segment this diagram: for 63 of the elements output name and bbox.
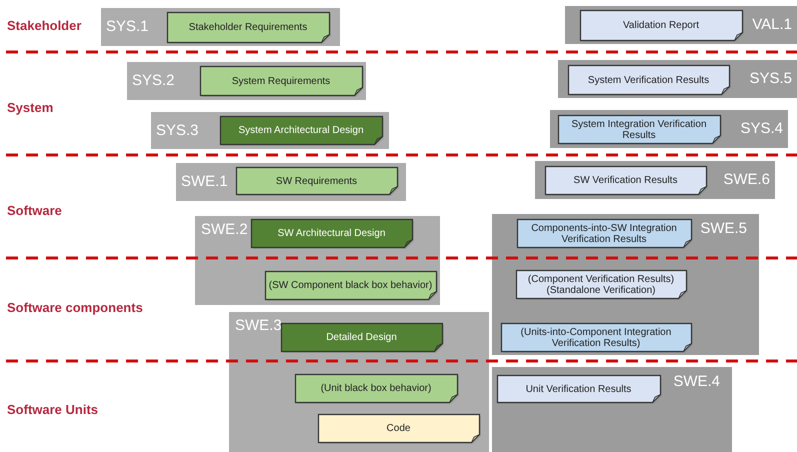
document-title: (Units-into-Component Integration Verification Results) bbox=[520, 326, 672, 350]
level-label: Stakeholder bbox=[7, 18, 82, 33]
process-panel bbox=[558, 60, 797, 98]
document-title: Detailed Design bbox=[326, 332, 397, 344]
process-id: SYS.5 bbox=[749, 71, 792, 86]
document-shape bbox=[251, 219, 414, 249]
level-label: Software Units bbox=[7, 402, 98, 417]
document-title: Unit Verification Results bbox=[526, 384, 632, 396]
document-shape bbox=[517, 219, 693, 249]
process-panel bbox=[195, 216, 440, 305]
document-title: System Verification Results bbox=[588, 74, 710, 86]
document-title: Stakeholder Requirements bbox=[188, 22, 308, 34]
document-shape bbox=[167, 12, 331, 44]
process-id: SYS.2 bbox=[132, 73, 175, 88]
document-shape bbox=[265, 271, 438, 301]
document-title: System Architectural Design bbox=[238, 125, 364, 137]
document-title: (Unit black box behavior) bbox=[320, 383, 432, 395]
document-title: System Integration Verification Results bbox=[570, 118, 708, 142]
process-id: SWE.4 bbox=[673, 374, 720, 389]
process-id: SYS.4 bbox=[740, 121, 783, 136]
level-label: Software components bbox=[7, 300, 143, 315]
document-title: (Component Verification Results) (Standalone Verification) bbox=[526, 274, 676, 296]
process-panel bbox=[550, 110, 788, 148]
document-title: SW Requirements bbox=[276, 176, 358, 188]
process-id: SWE.3 bbox=[235, 318, 282, 333]
document-shape bbox=[568, 65, 731, 96]
process-id: SWE.2 bbox=[201, 222, 248, 237]
process-id: SYS.3 bbox=[156, 122, 199, 138]
document-title: (SW Component black box behavior) bbox=[268, 280, 432, 292]
process-id: SWE.6 bbox=[723, 172, 770, 187]
document-shape bbox=[295, 374, 459, 404]
document-title: Components-into-SW Integration Verification Results bbox=[530, 222, 678, 246]
document-shape bbox=[516, 270, 688, 300]
process-id: SWE.5 bbox=[700, 221, 747, 236]
document-title: Code bbox=[386, 423, 410, 435]
document-shape bbox=[281, 323, 444, 353]
document-shape bbox=[318, 414, 481, 444]
process-panel bbox=[101, 8, 340, 46]
process-panel bbox=[565, 6, 797, 44]
process-id: SYS.1 bbox=[106, 19, 149, 34]
level-label: Software bbox=[7, 203, 62, 218]
process-id: VAL.1 bbox=[752, 17, 792, 32]
document-title: System Requirements bbox=[232, 76, 330, 88]
document-title: SW Verification Results bbox=[574, 175, 678, 187]
process-panel bbox=[535, 161, 775, 199]
document-title: Validation Report bbox=[623, 20, 699, 32]
document-shape bbox=[580, 10, 744, 42]
document-shape bbox=[220, 116, 384, 146]
level-label: System bbox=[7, 100, 54, 115]
document-shape bbox=[200, 66, 364, 97]
document-title: SW Architectural Design bbox=[278, 228, 386, 240]
process-panel bbox=[176, 163, 406, 201]
document-shape bbox=[236, 167, 399, 196]
process-panel bbox=[492, 214, 759, 355]
process-panel bbox=[492, 367, 732, 452]
document-shape bbox=[545, 166, 708, 196]
process-id: SWE.1 bbox=[181, 174, 228, 189]
process-panel bbox=[229, 312, 489, 452]
document-shape bbox=[497, 375, 662, 404]
process-panel bbox=[127, 62, 366, 100]
process-panel bbox=[151, 112, 389, 149]
document-shape bbox=[558, 115, 722, 145]
document-shape bbox=[501, 323, 693, 353]
